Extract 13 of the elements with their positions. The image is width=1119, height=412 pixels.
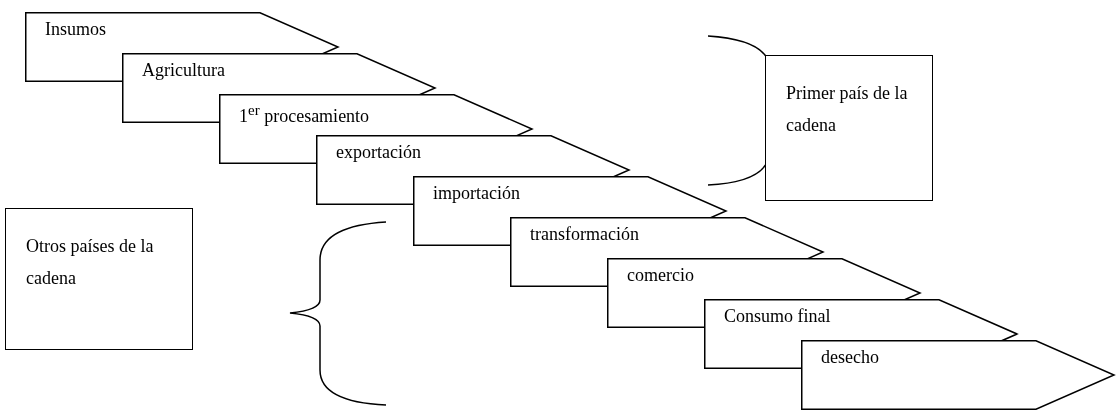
step-label: transformación (530, 224, 639, 246)
step-label: exportación (336, 142, 421, 164)
step-label: comercio (627, 265, 694, 287)
step-label: Agricultura (142, 60, 225, 82)
label-box (765, 55, 933, 201)
step-label: desecho (821, 347, 879, 369)
group-label: Otros países de la cadena (26, 235, 155, 290)
step-label: importación (433, 183, 520, 205)
label-box (5, 208, 193, 350)
step-label: Insumos (45, 19, 106, 41)
step-label: Consumo final (724, 306, 831, 328)
step-label: 1$^{er}$ procesamiento (239, 101, 370, 128)
group-label: Primer país de la cadena (786, 82, 909, 137)
